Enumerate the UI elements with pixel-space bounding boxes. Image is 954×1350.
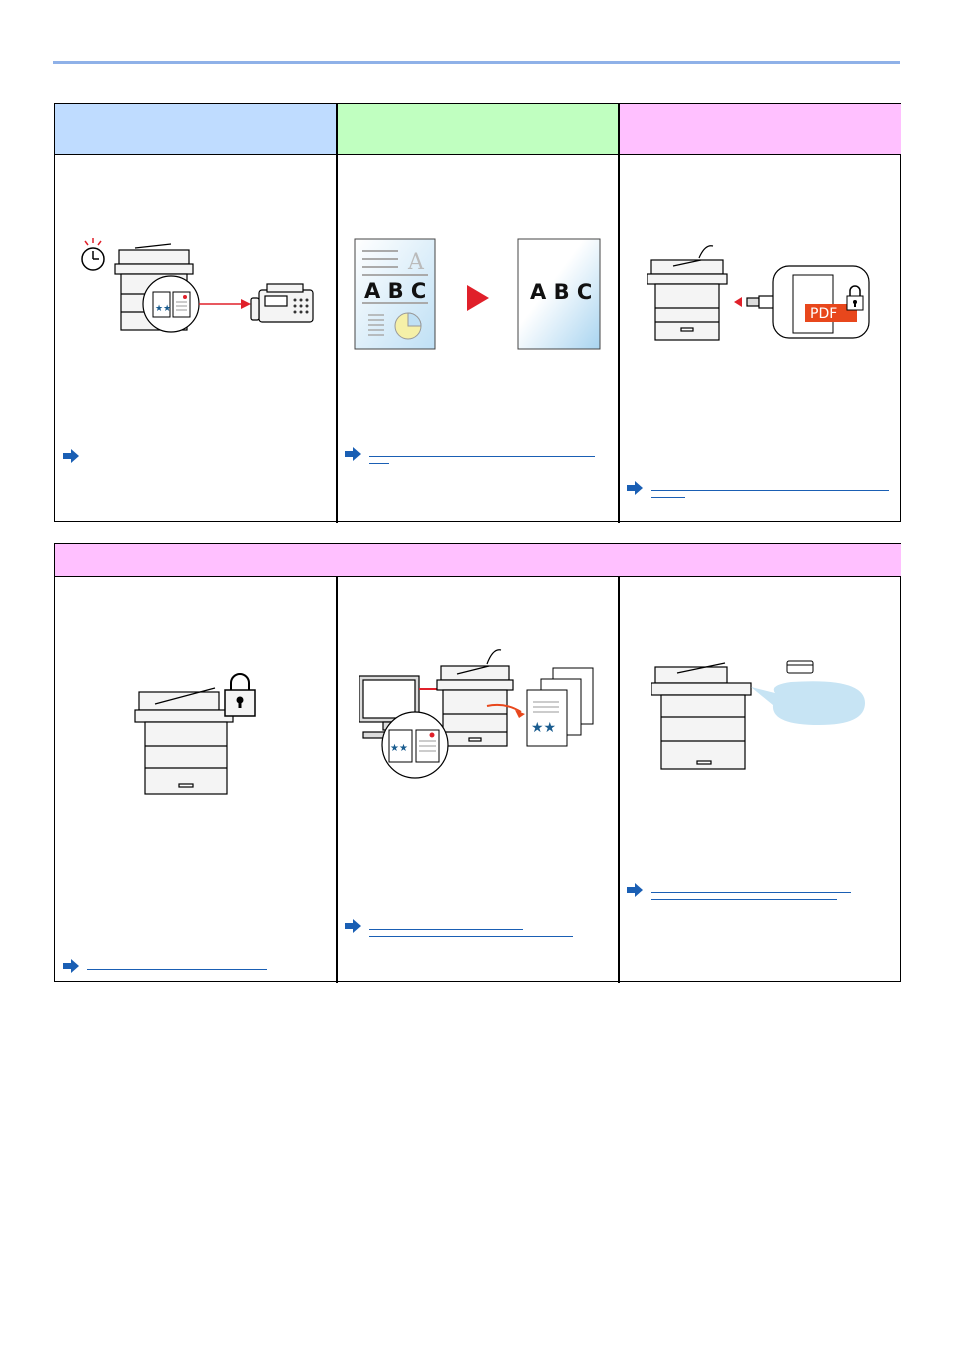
printer-icon xyxy=(134,687,234,795)
svg-text:★★: ★★ xyxy=(390,743,408,754)
table1-header-cell-3 xyxy=(619,104,901,155)
arrow-right-icon xyxy=(345,447,361,461)
link-underline xyxy=(651,892,851,893)
printer-icon xyxy=(436,649,514,747)
original-document-icon: A A B C xyxy=(354,238,436,350)
locked-printer-illustration xyxy=(134,673,256,795)
cell2-reference-link[interactable] xyxy=(345,445,595,464)
column-divider xyxy=(336,577,338,983)
encrypted-pdf-usb-illustration: PDF xyxy=(647,245,870,341)
padlock-icon xyxy=(846,285,864,311)
feature-table-2: ★★ ★★ xyxy=(54,543,901,983)
printer-icon xyxy=(647,245,728,341)
play-arrow-icon xyxy=(467,285,489,311)
cell1-reference-link[interactable] xyxy=(63,447,79,463)
column-divider xyxy=(336,104,338,523)
result-document-icon: A B C xyxy=(517,238,601,350)
arrow-right-icon xyxy=(63,959,79,973)
link-underline xyxy=(369,463,389,464)
pc-print-illustration: ★★ ★★ xyxy=(359,649,594,779)
pdf-badge xyxy=(805,304,857,322)
link-underline xyxy=(651,899,837,900)
clock-icon xyxy=(81,238,105,271)
printer-icon xyxy=(651,662,752,770)
arrow-right-icon xyxy=(63,449,79,463)
svg-text:PDF: PDF xyxy=(810,306,837,322)
svg-text:★★: ★★ xyxy=(155,304,171,314)
abc-image-quality-illustration: A A B C A B C xyxy=(354,238,601,350)
table2-header xyxy=(55,544,901,577)
arrow-right-icon xyxy=(627,481,643,495)
link-underline xyxy=(369,936,573,937)
cell4-reference-link[interactable] xyxy=(63,957,267,973)
link-underline xyxy=(369,929,523,930)
card-icon xyxy=(786,660,814,674)
printer-notification-illustration xyxy=(651,660,865,770)
table1-header-cell-2 xyxy=(337,104,619,155)
link-underline xyxy=(651,490,889,491)
header-rule xyxy=(53,61,900,64)
arrow-right-icon xyxy=(627,883,643,897)
link-underline xyxy=(369,456,595,457)
padlock-icon xyxy=(224,673,256,717)
column-divider xyxy=(618,104,620,523)
cell5-reference-link[interactable] xyxy=(345,917,573,937)
speech-bubble xyxy=(751,681,865,725)
cell6-reference-link[interactable] xyxy=(627,881,851,900)
output-pages-icon xyxy=(526,667,594,747)
svg-text:★★: ★★ xyxy=(531,720,556,736)
delayed-fax-illustration: ★★ xyxy=(81,238,314,333)
svg-text:A: A xyxy=(407,250,425,275)
arrow-right-icon xyxy=(345,919,361,933)
computer-monitor-icon xyxy=(359,675,420,739)
column-divider xyxy=(618,577,620,983)
link-underline xyxy=(651,497,685,498)
table1-header-cell-1 xyxy=(55,104,337,155)
cell3-reference-link[interactable] xyxy=(627,479,889,498)
svg-text:A B C: A B C xyxy=(530,280,592,304)
feature-table-1: ★★ xyxy=(54,103,901,523)
svg-text:A B C: A B C xyxy=(364,279,426,303)
link-underline xyxy=(87,969,267,970)
fax-machine-icon xyxy=(250,283,314,323)
